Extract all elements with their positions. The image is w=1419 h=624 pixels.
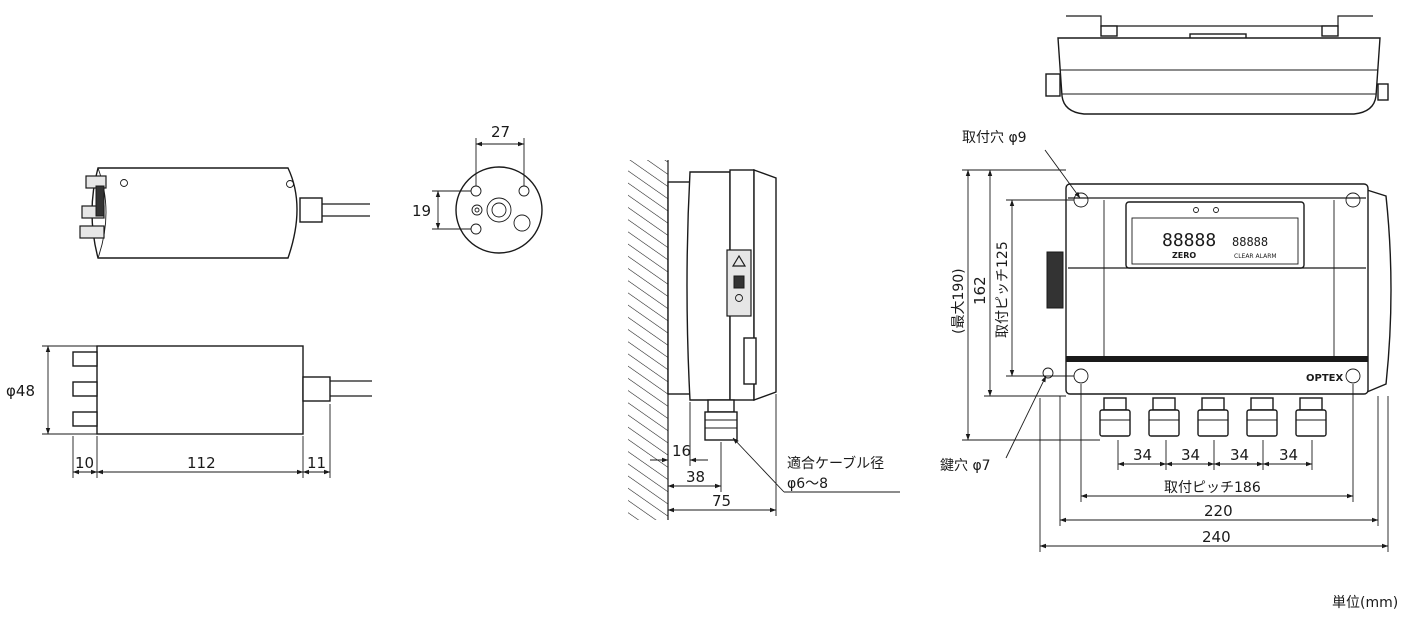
cable-diameter-label: 適合ケーブル径 <box>787 455 884 472</box>
front-view <box>962 149 1392 552</box>
dim-width-27: 27 <box>491 123 510 141</box>
dim-pitch-34-2: 34 <box>1181 446 1200 464</box>
dim-length-10: 10 <box>75 454 94 472</box>
dim-16: 16 <box>672 442 691 460</box>
dim-pitch-125: 取付ピッチ125 <box>995 241 1011 338</box>
top-view <box>1045 15 1389 115</box>
dim-240: 240 <box>1202 528 1231 546</box>
sensor-perspective-view <box>79 167 370 259</box>
dim-162: 162 <box>971 276 989 305</box>
dim-height-19: 19 <box>412 202 431 220</box>
sensor-end-view <box>432 138 543 254</box>
dim-length-11: 11 <box>307 454 326 472</box>
dim-max-190: (最大190) <box>951 268 967 334</box>
dim-length-112: 112 <box>187 454 216 472</box>
connector-glands <box>1099 397 1327 437</box>
dim-220: 220 <box>1204 502 1233 520</box>
dim-diameter-48: φ48 <box>6 382 35 400</box>
dim-pitch-34-1: 34 <box>1133 446 1152 464</box>
dim-pitch-34-3: 34 <box>1230 446 1249 464</box>
key-hole-label: 鍵穴 φ7 <box>940 458 991 474</box>
sensor-side-view <box>42 345 372 478</box>
dim-pitch-186: 取付ピッチ186 <box>1164 480 1261 496</box>
lcd-left-digits: 88888 <box>1162 230 1216 251</box>
lcd-zero-label: ZERO <box>1172 251 1196 260</box>
side-mount-view <box>628 160 900 520</box>
brand-logo: OPTEX <box>1306 373 1343 384</box>
lcd-right-digits: 88888 <box>1232 235 1268 249</box>
dim-38: 38 <box>686 468 705 486</box>
dim-75: 75 <box>712 492 731 510</box>
lcd-clear-alarm-label: CLEAR ALARM <box>1234 253 1277 260</box>
mount-hole-label: 取付穴 φ9 <box>962 130 1027 146</box>
dim-pitch-34-4: 34 <box>1279 446 1298 464</box>
cable-diameter-value: φ6～8 <box>787 476 828 492</box>
unit-label: 単位(mm) <box>1332 595 1398 611</box>
